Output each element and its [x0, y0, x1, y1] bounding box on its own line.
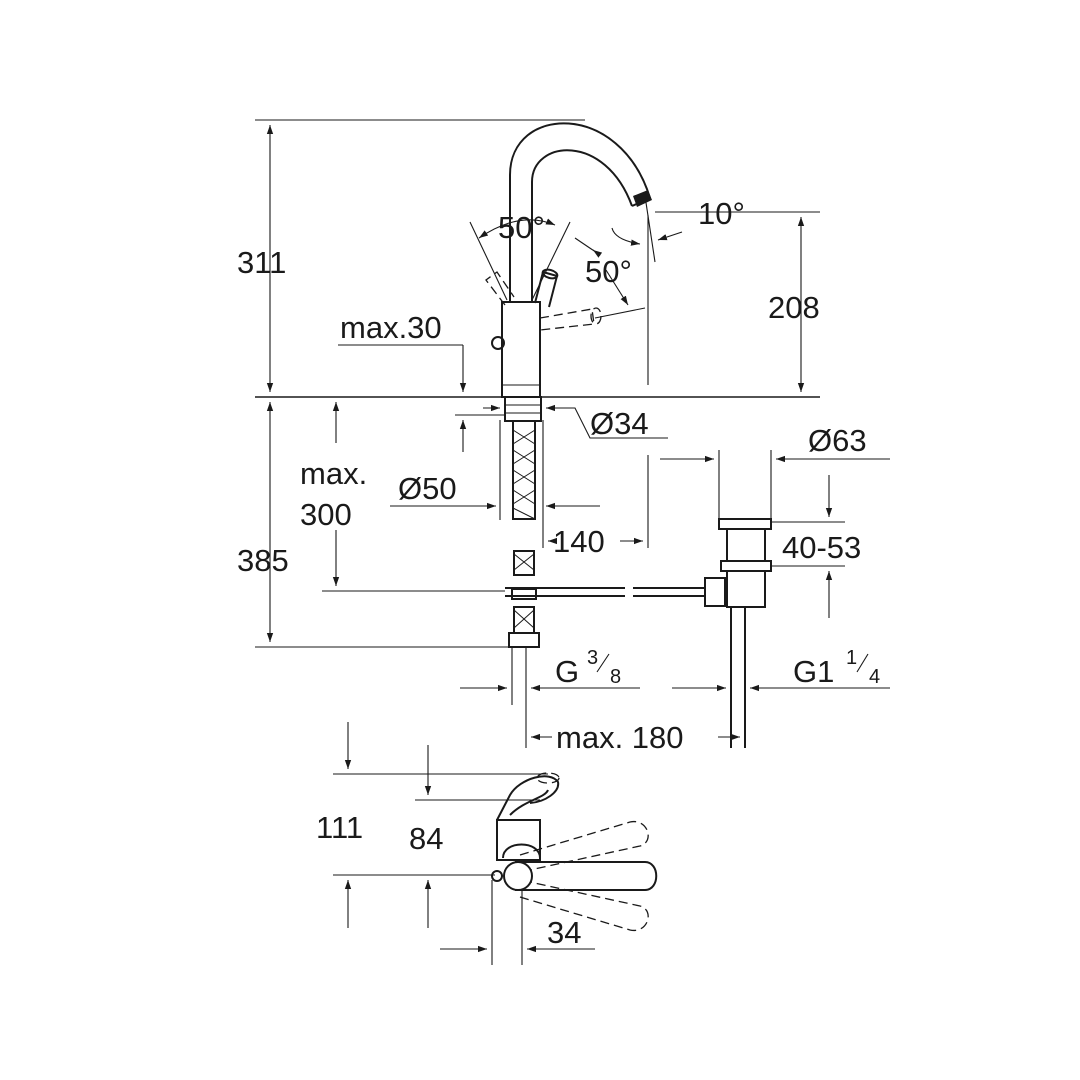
dim-140: 140 — [553, 524, 605, 559]
faucet-side-view — [255, 122, 820, 398]
pop-up-waste — [704, 518, 772, 748]
dim-waste-thread-denominator: 4 — [869, 666, 880, 688]
dim-311: 311 — [237, 245, 286, 280]
dim-max-300-line2: 300 — [300, 497, 352, 532]
dim-supply-thread: G — [555, 654, 579, 689]
dim-max-30: max.30 — [340, 310, 442, 345]
dim-lever-angle-right: 50° — [585, 254, 632, 289]
top-view-dimension-lines — [333, 722, 595, 965]
dim-spout-angle: 10° — [698, 196, 745, 231]
dim-diameter-63: Ø63 — [808, 423, 867, 458]
dim-208: 208 — [768, 290, 820, 325]
dim-lever-angle-left: 50° — [498, 210, 545, 245]
dim-diameter-50: Ø50 — [398, 471, 457, 506]
dim-max-300-line1: max. — [300, 456, 367, 491]
dim-supply-thread-denominator: 8 — [610, 666, 621, 688]
dim-40-53: 40-53 — [782, 530, 861, 565]
dim-84: 84 — [409, 821, 443, 856]
dim-385: 385 — [237, 543, 289, 578]
dim-supply-thread-numerator: 3 — [587, 647, 598, 669]
faucet-top-view — [491, 772, 658, 931]
dim-111: 111 — [316, 810, 363, 845]
dim-34-top: 34 — [547, 915, 581, 950]
pull-rod — [505, 587, 705, 597]
dim-diameter-34: Ø34 — [590, 406, 649, 441]
dim-waste-thread: G1 — [793, 654, 834, 689]
dimension-lines — [255, 119, 890, 748]
dim-waste-thread-numerator: 1 — [846, 647, 857, 669]
dim-max-180: max. 180 — [556, 720, 684, 755]
mounting-shank — [504, 396, 542, 648]
